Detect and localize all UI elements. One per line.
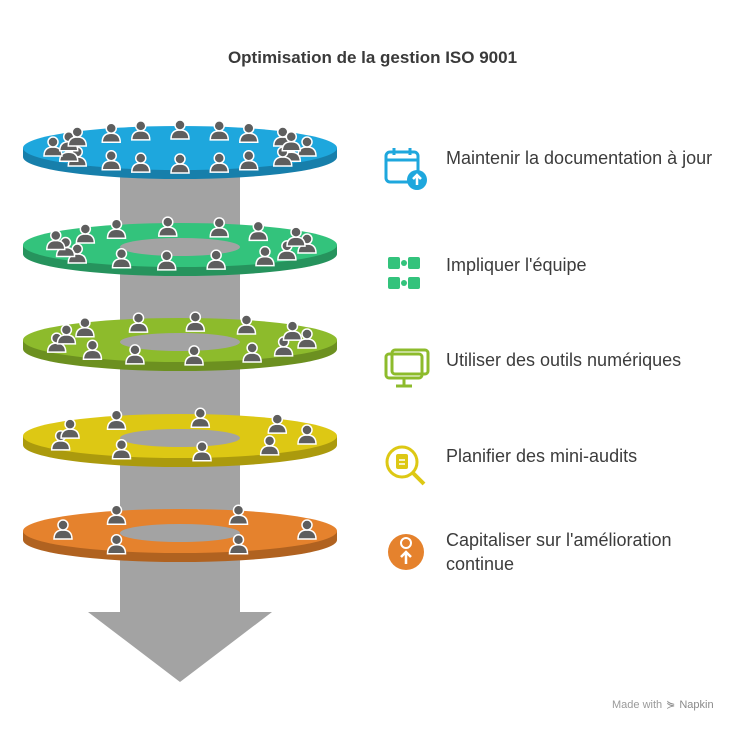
- person-icon: [209, 120, 229, 141]
- person-icon: [206, 249, 226, 270]
- person-icon: [259, 435, 280, 456]
- person-icon: [111, 438, 132, 460]
- layer-disc: [23, 119, 337, 179]
- person-icon: [131, 152, 151, 173]
- person-icon: [75, 316, 95, 338]
- layer-label: Planifier des mini-audits: [446, 446, 638, 466]
- layer-label: Maintenir la documentation à jour: [446, 148, 713, 168]
- person-icon: [228, 504, 249, 526]
- layer-disc: [23, 504, 337, 562]
- person-icon: [106, 218, 127, 240]
- target-arrow-icon: [382, 526, 432, 576]
- person-icon: [209, 152, 229, 173]
- calendar-upload-icon: [382, 144, 432, 194]
- person-icon: [255, 245, 275, 267]
- team-puzzle-icon: [382, 251, 432, 301]
- napkin-footer: Made with ⋟ Napkin: [612, 698, 714, 712]
- person-icon: [125, 344, 145, 365]
- layer-disc: [23, 216, 337, 276]
- person-icon: [60, 418, 80, 439]
- person-icon: [192, 440, 212, 462]
- person-icon: [239, 150, 259, 171]
- person-icon: [82, 339, 103, 361]
- layer-label: Capitaliser sur l'amélioration continue: [446, 530, 672, 574]
- person-icon: [101, 122, 121, 143]
- napkin-logo-icon: ⋟: [666, 699, 676, 711]
- person-icon: [46, 229, 66, 251]
- person-icon: [67, 126, 88, 147]
- person-icon: [297, 328, 317, 349]
- person-icon: [158, 216, 178, 237]
- person-icon: [185, 311, 206, 332]
- person-icon: [53, 519, 73, 540]
- layer-disc: [23, 311, 337, 371]
- layer-disc: [23, 407, 337, 467]
- monitor-icon: [382, 346, 432, 396]
- person-icon: [281, 130, 302, 152]
- person-icon: [43, 136, 63, 157]
- person-icon: [228, 533, 249, 555]
- person-icon: [248, 220, 269, 242]
- person-icon: [170, 119, 190, 140]
- person-icon: [156, 250, 177, 271]
- magnifier-clipboard-icon: [382, 442, 432, 492]
- person-icon: [286, 226, 306, 247]
- napkin-brand: Napkin: [679, 698, 714, 711]
- person-icon: [297, 424, 317, 445]
- person-icon: [131, 120, 151, 141]
- diagram-title: Optimisation de la gestion ISO 9001: [227, 48, 518, 67]
- person-icon: [106, 504, 127, 526]
- person-icon: [170, 153, 190, 174]
- person-icon: [297, 519, 317, 540]
- person-icon: [56, 324, 77, 345]
- person-icon: [267, 413, 288, 434]
- person-icon: [128, 312, 149, 333]
- person-icon: [106, 533, 127, 555]
- down-arrow: [88, 590, 272, 682]
- person-icon: [111, 247, 132, 269]
- layer-label: Impliquer l'équipe: [446, 255, 587, 275]
- person-icon: [101, 150, 121, 171]
- made-with-text: Made with: [612, 698, 663, 711]
- person-icon: [236, 314, 257, 335]
- person-icon: [106, 409, 127, 431]
- person-icon: [242, 342, 262, 363]
- person-icon: [282, 320, 303, 341]
- person-icon: [184, 345, 204, 366]
- person-icon: [209, 217, 229, 238]
- layer-label: Utiliser des outils numériques: [446, 350, 682, 370]
- person-icon: [190, 407, 211, 429]
- person-icon: [239, 122, 259, 143]
- person-icon: [75, 223, 96, 244]
